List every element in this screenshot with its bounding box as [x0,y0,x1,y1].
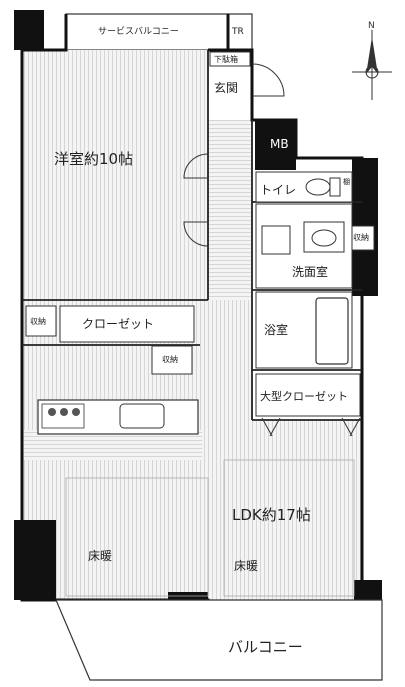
interior-walls [22,50,362,421]
closet-box [59,305,195,343]
label-bathroom: 浴室 [264,322,288,337]
storage-mid-box [151,345,193,375]
vanity-sink [311,229,337,247]
label-entrance: 玄関 [214,80,238,95]
label-balcony: バルコニー [228,638,303,656]
label-storage-left: 収納 [30,316,46,326]
label-storage-vanity: 収納 [353,232,369,242]
label-floor-heating-2: 床暖 [234,559,258,573]
label-storage-mid: 収納 [162,354,178,364]
toilet-bowl [305,178,331,196]
floor-heating-area-2 [223,459,355,597]
kitchen-floor [22,430,202,460]
toilet-tank [329,177,341,197]
floor-heating-area-1 [65,477,209,597]
shoe-box [209,51,251,67]
label-toilet: トイレ [260,183,296,197]
hallway-floor [208,120,252,300]
burner-icon [48,408,56,416]
balcony-area [55,599,383,681]
label-service-balcony: サービスバルコニー [98,26,179,37]
label-ldk: LDK約17帖 [232,506,311,524]
entrance-door [251,63,285,97]
western-room-door [183,153,209,179]
service-balcony-area [65,13,229,51]
western-room-floor [22,50,208,300]
burner-icon [60,408,68,416]
burner-icon [72,408,80,416]
kitchen-sink [119,403,165,429]
label-tr: TR [231,27,244,37]
label-large-closet: 大型クローゼット [260,389,348,403]
label-toilet-storage: 棚 [343,177,350,186]
label-closet: クローゼット [82,317,154,331]
label-washroom: 洗面室 [292,264,328,279]
large-closet-doors [261,417,361,437]
stove [41,403,85,429]
compass-icon [352,30,392,100]
vanity-storage [351,225,375,251]
ldk-floor-right [252,420,362,600]
bathtub [315,297,349,365]
label-shoe-box: 下駄箱 [214,54,238,64]
washing-machine [261,225,291,255]
storage-left-box [25,305,57,337]
large-closet-box [255,373,361,417]
label-floor-heating-1: 床暖 [88,549,112,563]
western-room-door-2 [183,221,209,247]
label-western-room: 洋室約10帖 [54,150,133,168]
compass-north-label: N [368,21,375,31]
label-mb: MB [270,137,289,151]
